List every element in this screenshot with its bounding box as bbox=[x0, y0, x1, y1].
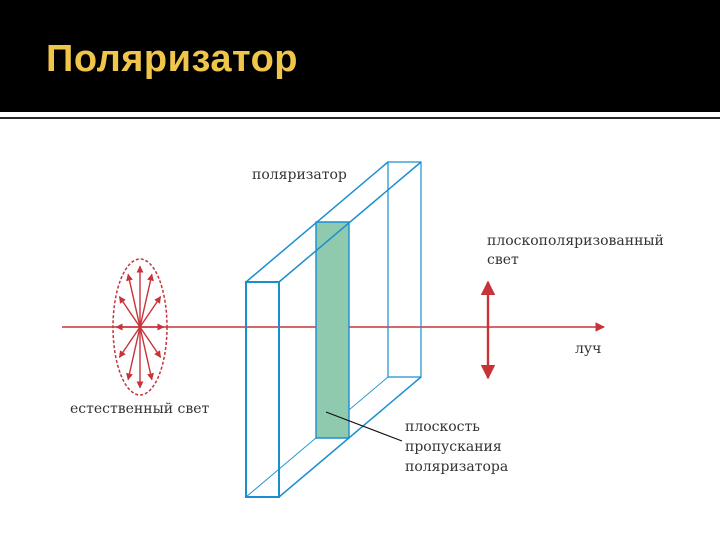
radial-arrow bbox=[139, 273, 154, 328]
radial-arrow bbox=[118, 326, 141, 358]
radial-arrow bbox=[126, 326, 141, 381]
label-plane-3: поляризатора bbox=[405, 459, 509, 475]
transmission-plane bbox=[315, 221, 350, 439]
plane-leader-line bbox=[325, 411, 403, 442]
radial-arrows bbox=[115, 265, 165, 389]
title-divider bbox=[0, 117, 720, 119]
title-bar: Поляризатор bbox=[0, 0, 720, 112]
radial-arrow bbox=[139, 326, 162, 358]
natural-light-ellipse bbox=[112, 258, 168, 396]
radial-arrow bbox=[139, 296, 162, 328]
label-natural-light: естественный свет bbox=[70, 401, 210, 417]
label-plane-2: пропускания bbox=[405, 439, 502, 455]
label-polarizer: поляризатор bbox=[252, 167, 347, 183]
label-polarized-light-2: свет bbox=[487, 252, 519, 268]
slab-back-face bbox=[387, 161, 422, 378]
label-plane-1: плоскость bbox=[405, 419, 480, 435]
label-ray: луч bbox=[575, 341, 602, 357]
radial-arrow bbox=[118, 296, 141, 328]
polarizer-slab bbox=[245, 161, 422, 498]
natural-light-symbol bbox=[112, 258, 168, 396]
slab-front-face bbox=[245, 281, 280, 498]
label-polarized-light-1: плоскополяризованный bbox=[487, 233, 664, 249]
radial-arrow bbox=[139, 326, 154, 381]
radial-arrow bbox=[126, 273, 141, 328]
slide-title: Поляризатор bbox=[46, 38, 299, 80]
